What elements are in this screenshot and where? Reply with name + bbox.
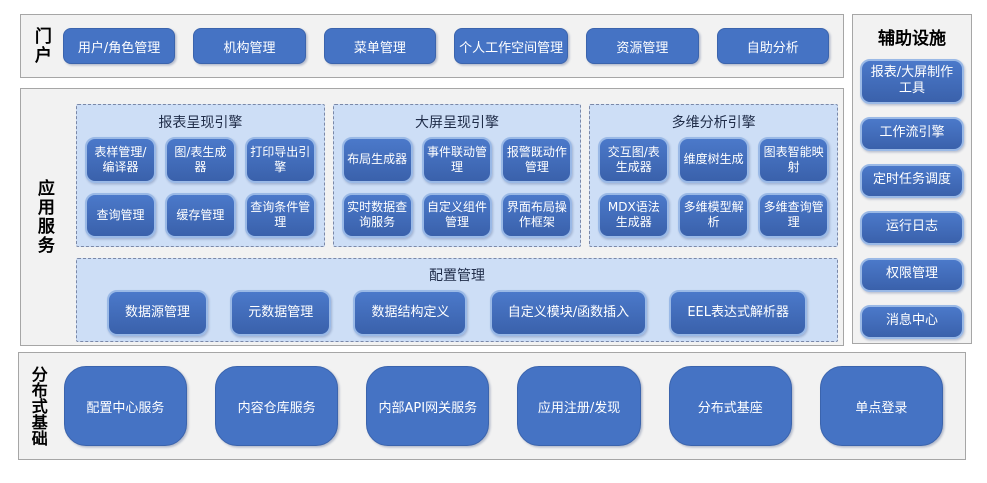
config-management-title: 配置管理 [429, 268, 485, 284]
self-service-analysis-button[interactable]: 自助分析 [716, 28, 829, 64]
portal-button-row: 用户/角色管理 机构管理 菜单管理 个人工作空间管理 资源管理 自助分析 [62, 28, 829, 64]
olap-analysis-engine-title: 多维分析引擎 [671, 115, 756, 131]
custom-component-management-button[interactable]: 自定义组件管理 [421, 192, 493, 238]
content-repository-service-button[interactable]: 内容仓库服务 [215, 366, 339, 446]
org-management-button[interactable]: 机构管理 [193, 28, 306, 64]
distributed-base-button-row: 配置中心服务 内容仓库服务 内部API网关服务 应用注册/发现 分布式基座 单点… [63, 366, 944, 446]
distributed-base-platform-button[interactable]: 分布式基座 [668, 366, 792, 446]
menu-management-button[interactable]: 菜单管理 [323, 28, 437, 64]
realtime-data-query-service-button[interactable]: 实时数据查询服务 [341, 192, 413, 238]
dimension-tree-generation-button[interactable]: 维度树生成 [678, 137, 750, 183]
distributed-base-label: 分布式基础 [28, 366, 48, 446]
dashboard-rendering-engine-grid: 布局生成器 事件联动管理 报警既动作管理 实时数据查询服务 自定义组件管理 界面… [341, 137, 573, 238]
query-management-button[interactable]: 查询管理 [85, 192, 156, 238]
portal-section: 门户 用户/角色管理 机构管理 菜单管理 个人工作空间管理 资源管理 自助分析 [20, 14, 844, 78]
alarm-action-management-button[interactable]: 报警既动作管理 [501, 137, 573, 183]
workflow-engine-button[interactable]: 工作流引擎 [860, 116, 964, 151]
personal-workspace-management-button[interactable]: 个人工作空间管理 [454, 28, 569, 64]
auxiliary-facilities-title: 辅助设施 [878, 29, 946, 49]
message-center-button[interactable]: 消息中心 [860, 304, 964, 339]
config-management-row: 数据源管理 元数据管理 数据结构定义 自定义模块/函数插入 EEL表达式解析器 [87, 290, 827, 336]
event-linkage-management-button[interactable]: 事件联动管理 [421, 137, 493, 183]
eel-expression-parser-button[interactable]: EEL表达式解析器 [669, 290, 807, 336]
permission-management-button[interactable]: 权限管理 [860, 257, 964, 292]
application-services-label: 应用服务 [33, 179, 54, 255]
user-role-management-button[interactable]: 用户/角色管理 [62, 28, 176, 64]
dashboard-rendering-engine-group: 大屏呈现引擎 布局生成器 事件联动管理 报警既动作管理 实时数据查询服务 自定义… [332, 104, 582, 247]
report-dashboard-authoring-tool-button[interactable]: 报表/大屏制作工具 [860, 59, 964, 104]
mdx-syntax-generator-button[interactable]: MDX语法生成器 [598, 192, 670, 238]
print-export-engine-button[interactable]: 打印导出引擎 [244, 137, 316, 183]
config-center-service-button[interactable]: 配置中心服务 [63, 366, 187, 446]
multidim-query-management-button[interactable]: 多维查询管理 [758, 192, 830, 238]
interactive-chart-generator-button[interactable]: 交互图/表生成器 [598, 137, 670, 183]
datasource-management-button[interactable]: 数据源管理 [107, 290, 209, 336]
engine-groups-row: 报表呈现引擎 表样管理/编译器 图/表生成器 打印导出引擎 查询管理 缓存管理 … [76, 104, 839, 247]
multidim-model-parsing-button[interactable]: 多维模型解析 [678, 192, 750, 238]
report-rendering-engine-title: 报表呈现引擎 [158, 115, 243, 131]
single-sign-on-button[interactable]: 单点登录 [819, 366, 944, 446]
chart-smart-mapping-button[interactable]: 图表智能映射 [758, 137, 830, 183]
internal-api-gateway-service-button[interactable]: 内部API网关服务 [366, 366, 490, 446]
scheduled-task-scheduling-button[interactable]: 定时任务调度 [860, 163, 964, 198]
cache-management-button[interactable]: 缓存管理 [164, 192, 236, 238]
olap-analysis-engine-grid: 交互图/表生成器 维度树生成 图表智能映射 MDX语法生成器 多维模型解析 多维… [598, 137, 830, 238]
distributed-base-section: 分布式基础 配置中心服务 内容仓库服务 内部API网关服务 应用注册/发现 分布… [18, 352, 966, 460]
custom-module-function-insert-button[interactable]: 自定义模块/函数插入 [489, 290, 648, 336]
application-services-section: 应用服务 报表呈现引擎 表样管理/编译器 图/表生成器 打印导出引擎 查询管理 … [20, 88, 844, 346]
resource-management-button[interactable]: 资源管理 [586, 28, 699, 64]
report-rendering-engine-grid: 表样管理/编译器 图/表生成器 打印导出引擎 查询管理 缓存管理 查询条件管理 [85, 137, 316, 238]
auxiliary-button-column: 报表/大屏制作工具 工作流引擎 定时任务调度 运行日志 权限管理 消息中心 [860, 59, 964, 339]
dashboard-rendering-engine-title: 大屏呈现引擎 [415, 115, 499, 131]
data-structure-definition-button[interactable]: 数据结构定义 [353, 290, 468, 336]
app-registration-discovery-button[interactable]: 应用注册/发现 [517, 366, 641, 446]
auxiliary-facilities-section: 辅助设施 报表/大屏制作工具 工作流引擎 定时任务调度 运行日志 权限管理 消息… [852, 14, 972, 344]
report-style-manager-compiler-button[interactable]: 表样管理/编译器 [85, 137, 156, 183]
query-condition-management-button[interactable]: 查询条件管理 [244, 192, 316, 238]
chart-table-generator-button[interactable]: 图/表生成器 [164, 137, 236, 183]
config-management-group: 配置管理 数据源管理 元数据管理 数据结构定义 自定义模块/函数插入 EEL表达… [76, 258, 838, 342]
run-log-button[interactable]: 运行日志 [860, 210, 964, 245]
layout-generator-button[interactable]: 布局生成器 [341, 137, 413, 183]
ui-layout-operation-framework-button[interactable]: 界面布局操作框架 [501, 192, 573, 238]
olap-analysis-engine-group: 多维分析引擎 交互图/表生成器 维度树生成 图表智能映射 MDX语法生成器 多维… [589, 104, 839, 247]
report-rendering-engine-group: 报表呈现引擎 表样管理/编译器 图/表生成器 打印导出引擎 查询管理 缓存管理 … [76, 104, 325, 247]
portal-label: 门户 [30, 27, 51, 65]
metadata-management-button[interactable]: 元数据管理 [230, 290, 332, 336]
